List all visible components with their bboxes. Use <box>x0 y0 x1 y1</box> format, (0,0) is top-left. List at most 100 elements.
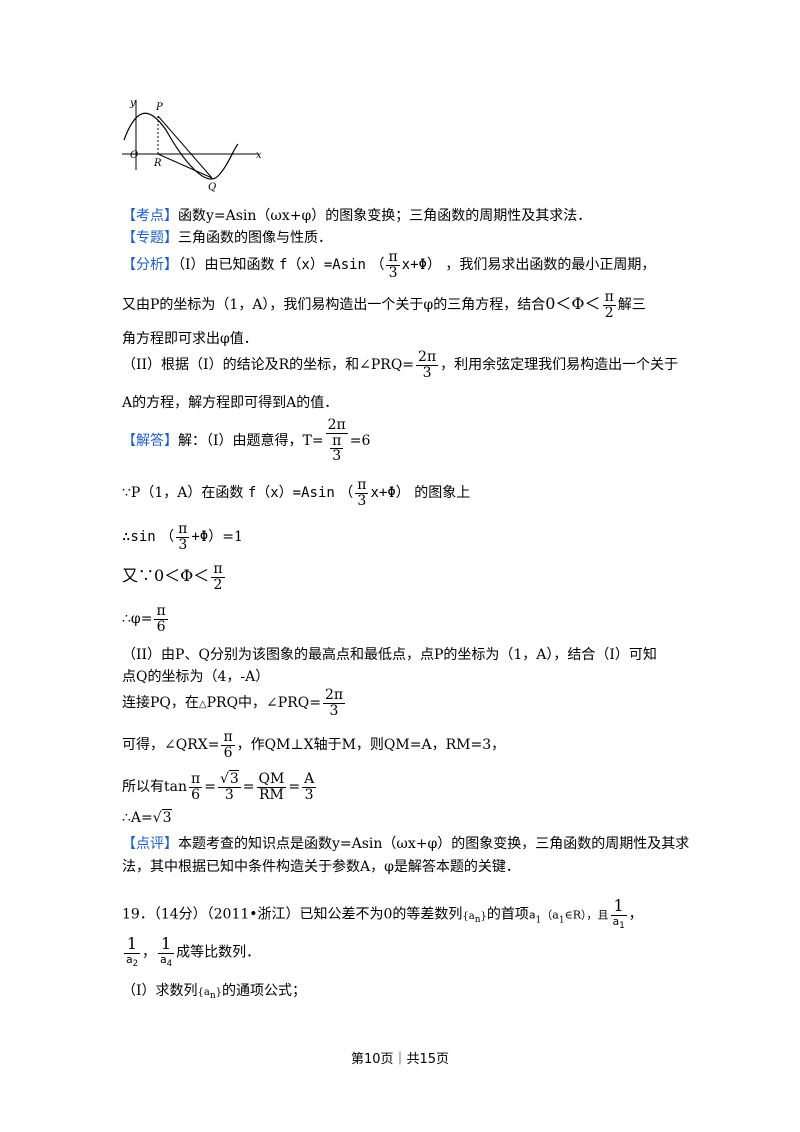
radicand: 3 <box>228 770 239 787</box>
question-text: 的首项 <box>486 906 529 923</box>
sin-expression: ∴sin <box>122 529 156 546</box>
denominator: 6 <box>223 744 233 761</box>
jieda-line-6: （II）由P、Q分别为该图象的最高点和最低点，点P的坐标为（1，A），结合（I）… <box>122 644 657 664</box>
equals: = <box>242 779 255 796</box>
jieda-text: 的图象上 <box>414 485 471 502</box>
question-text: 的通项公式； <box>222 983 307 999</box>
inequality: 又∵0＜Φ＜ <box>122 566 210 586</box>
numerator: π <box>211 561 225 578</box>
dianping-text: 本题考查的知识点是函数y=Asin（ωx+φ）的图象变换，三角函数的周期性及其求 <box>178 836 690 852</box>
denominator: 2 <box>213 576 223 593</box>
denominator: 3 <box>224 786 234 803</box>
function-expression: f（x）=Asin <box>278 257 366 274</box>
paren: （ <box>339 485 354 502</box>
q19-line-1: 19．（14分）（2011•浙江）已知公差不为0的等差数列{an}的首项a1（a… <box>122 897 643 932</box>
numerator: 2π <box>322 687 346 704</box>
expression-tail: x+Φ） <box>401 257 441 274</box>
segment-rq <box>157 153 213 179</box>
numerator: 1 <box>124 935 141 954</box>
label-y: y <box>129 98 136 109</box>
seq-close: } <box>480 910 487 922</box>
question-text: （a <box>541 908 559 922</box>
jieda-text: PRQ中，∠PRQ= <box>206 695 321 712</box>
denominator: 3 <box>388 264 398 281</box>
fenxi-line-3: 角方程即可求出φ值． <box>122 328 258 348</box>
jieda-text: （II）由P、Q分别为该图象的最高点和最低点，点P的坐标为（1，A），结合（I）… <box>122 647 657 663</box>
dianping-line-2: 法，其中根据已知中条件构造关于参数A，φ是解答本题的关键． <box>122 856 520 876</box>
jieda-text: ∴A= <box>122 810 153 826</box>
denominator: a1 <box>611 916 627 932</box>
page-footer: 第10页｜共15页 <box>350 1052 450 1067</box>
segment-pq <box>157 115 213 179</box>
dianping-tag: 【点评】 <box>122 836 178 852</box>
jieda-text: 可得，∠QRX= <box>122 737 220 754</box>
jieda-text: =6 <box>349 433 371 450</box>
comma: ， <box>628 906 643 923</box>
fenxi-text: A的方程，解方程即可得到A的值． <box>122 395 339 411</box>
kaodian-tag: 【考点】 <box>122 208 178 224</box>
sqrt-symbol: √ <box>152 810 162 826</box>
inequality: 0＜Φ＜ <box>545 294 601 314</box>
jieda-text: 点Q的坐标为（4，-A） <box>122 669 270 685</box>
fenxi-line-5: A的方程，解方程即可得到A的值． <box>122 392 338 412</box>
function-expression: f（x）=Asin <box>247 485 335 502</box>
jieda-text: =1 <box>222 529 243 546</box>
question-text: 成等比数列． <box>176 944 261 961</box>
zhuanti-tag: 【专题】 <box>122 230 178 246</box>
fenxi-text: （II）根据（I）的结论及R的坐标，和 <box>122 357 360 374</box>
paren: （ <box>370 257 385 274</box>
fenxi-text: 解三 <box>617 297 646 314</box>
denominator: 3 <box>329 702 339 719</box>
denominator: 6 <box>191 786 201 803</box>
sequence-an: {an} <box>198 987 223 1001</box>
question-text: （I）求数列 <box>122 983 198 999</box>
subscript: 1 <box>535 915 542 926</box>
jieda-text: 连接PQ，在 <box>122 695 199 712</box>
expression-tail: +Φ） <box>191 529 223 546</box>
comma: ， <box>142 944 157 961</box>
sine-curve <box>123 112 239 180</box>
fenxi-text: ，利用余弦定理我们易构造出一个关于 <box>440 357 679 374</box>
fenxi-text: 角方程即可求出φ值． <box>122 331 258 347</box>
numerator: 1 <box>610 897 627 916</box>
numerator: A <box>302 771 317 788</box>
jieda-text: ∵P（1，A）在函数 <box>122 485 244 502</box>
expression-tail: x+Φ） <box>370 485 410 502</box>
term-a: a <box>160 952 167 966</box>
dianping-text: 法，其中根据已知中条件构造关于参数A，φ是解答本题的关键． <box>122 859 520 875</box>
term-a: a <box>612 914 620 928</box>
numerator: π <box>221 729 235 746</box>
paren: （ <box>160 529 175 546</box>
q19-line-3: （I）求数列{an}的通项公式； <box>122 980 306 1001</box>
denominator: 3 <box>332 448 342 465</box>
equals: = <box>288 779 301 796</box>
angle: ∠PRQ= <box>359 357 415 374</box>
seq-close: } <box>215 987 223 998</box>
denominator: RM <box>258 786 284 803</box>
jieda-text: ，作QM⊥X轴于M，则QM=A，RM=3， <box>236 737 506 754</box>
equals: = <box>204 779 216 796</box>
